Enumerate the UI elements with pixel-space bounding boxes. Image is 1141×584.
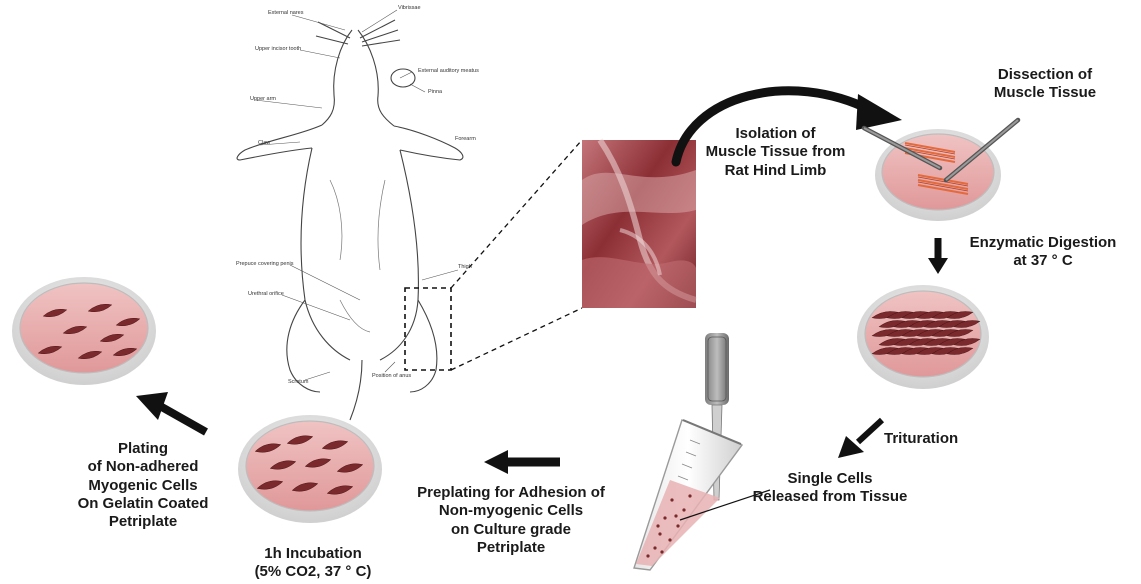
rat-label-anus: Position of anus [372, 374, 411, 380]
step-incubation-label: 1h Incubation(5% CO2, 37 ° C) [238, 545, 388, 582]
rat-label-forearm: Forearm [455, 137, 476, 143]
rat-label-upper-incisor: Upper incisor tooth [255, 47, 301, 53]
dish-plating [12, 277, 156, 385]
dish-dissection [864, 120, 1018, 221]
rat-label-urethral-orifice: Urethral orifice [248, 292, 284, 298]
rat-label-external-nares: External nares [268, 11, 303, 17]
falcon-tube-with-pipette [634, 333, 742, 570]
rat-label-prepuce: Prepuce covering penis [236, 262, 293, 268]
rat-label-auditory-meatus: External auditory meatus [418, 69, 479, 75]
rat-label-pinna: Pinna [428, 90, 442, 96]
dish-incubation [238, 415, 382, 523]
rat-label-upper-arm: Upper arm [250, 97, 276, 103]
step-trituration-label: Trituration [884, 430, 984, 448]
arrow-to-incubation-head [484, 450, 508, 474]
rat-label-vibrissae: Vibrissae [398, 6, 421, 12]
rat-label-claw: Claw [258, 141, 270, 147]
hind-limb-selection-box [405, 288, 451, 370]
rat-label-scrotum: Scrotum [288, 380, 308, 386]
rat-label-thigh: Thigh [458, 265, 472, 271]
arrow-to-digestion-head [928, 258, 948, 274]
dish-digested [857, 285, 989, 389]
arrow-to-plating [160, 406, 206, 432]
zoom-connector-lower [451, 308, 582, 370]
arrow-to-single-cells [858, 420, 882, 442]
